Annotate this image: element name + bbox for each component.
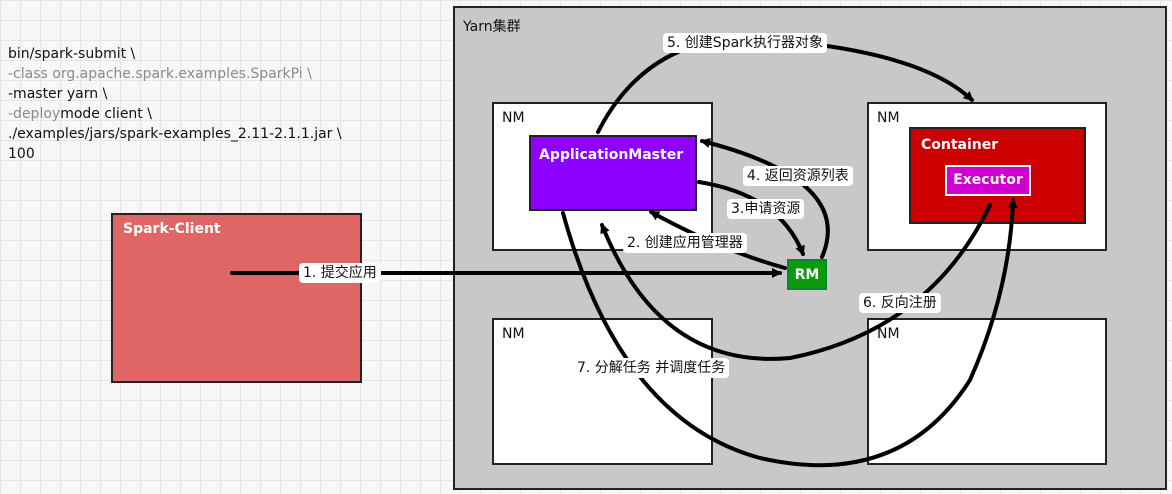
- command-line: bin/spark-submit \: [8, 44, 342, 64]
- node-manager-label: NM: [877, 110, 900, 126]
- command-text: 100: [8, 146, 35, 162]
- node-manager-4: NM: [867, 318, 1107, 465]
- command-line: 100: [8, 144, 342, 164]
- command-text: -master yarn \: [8, 86, 108, 102]
- command-line: -class org.apache.spark.examples.SparkPi…: [8, 64, 342, 84]
- command-line: ./examples/jars/spark-examples_2.11-2.1.…: [8, 124, 342, 144]
- node-manager-label: NM: [877, 326, 900, 342]
- command-text: bin/spark-submit \: [8, 46, 136, 62]
- step-6-label: 6. 反向注册: [859, 293, 941, 313]
- step-4-label: 4. 返回资源列表: [743, 166, 853, 186]
- node-manager-label: NM: [502, 110, 525, 126]
- command-text: mode client \: [60, 106, 152, 122]
- step-1-label: 1. 提交应用: [299, 263, 381, 283]
- command-line: -deploymode client \: [8, 104, 342, 124]
- node-manager-label: NM: [502, 326, 525, 342]
- cluster-title: Yarn集群: [463, 19, 521, 35]
- command-flag: -deploy: [8, 106, 61, 122]
- container-label: Container: [921, 137, 999, 153]
- executor: Executor: [945, 165, 1031, 196]
- spark-client: Spark-Client: [111, 213, 362, 383]
- step-2-label: 2. 创建应用管理器: [623, 233, 747, 253]
- application-master: ApplicationMaster: [529, 135, 697, 211]
- step-3-label: 3.申请资源: [727, 199, 805, 219]
- command-line: -master yarn \: [8, 84, 342, 104]
- resource-manager-label: RM: [794, 267, 820, 283]
- step-7-label: 7. 分解任务 并调度任务: [573, 358, 730, 378]
- application-master-label: ApplicationMaster: [539, 147, 684, 163]
- node-manager-3: NM: [492, 318, 713, 465]
- command-flag: -class org.apache.spark.examples.SparkPi…: [8, 66, 312, 82]
- executor-label: Executor: [953, 172, 1023, 188]
- spark-submit-command: bin/spark-submit \ -class org.apache.spa…: [8, 44, 342, 164]
- command-text: ./examples/jars/spark-examples_2.11-2.1.…: [8, 126, 342, 142]
- resource-manager: RM: [787, 259, 827, 290]
- spark-client-label: Spark-Client: [123, 221, 221, 237]
- step-5-label: 5. 创建Spark执行器对象: [663, 33, 828, 53]
